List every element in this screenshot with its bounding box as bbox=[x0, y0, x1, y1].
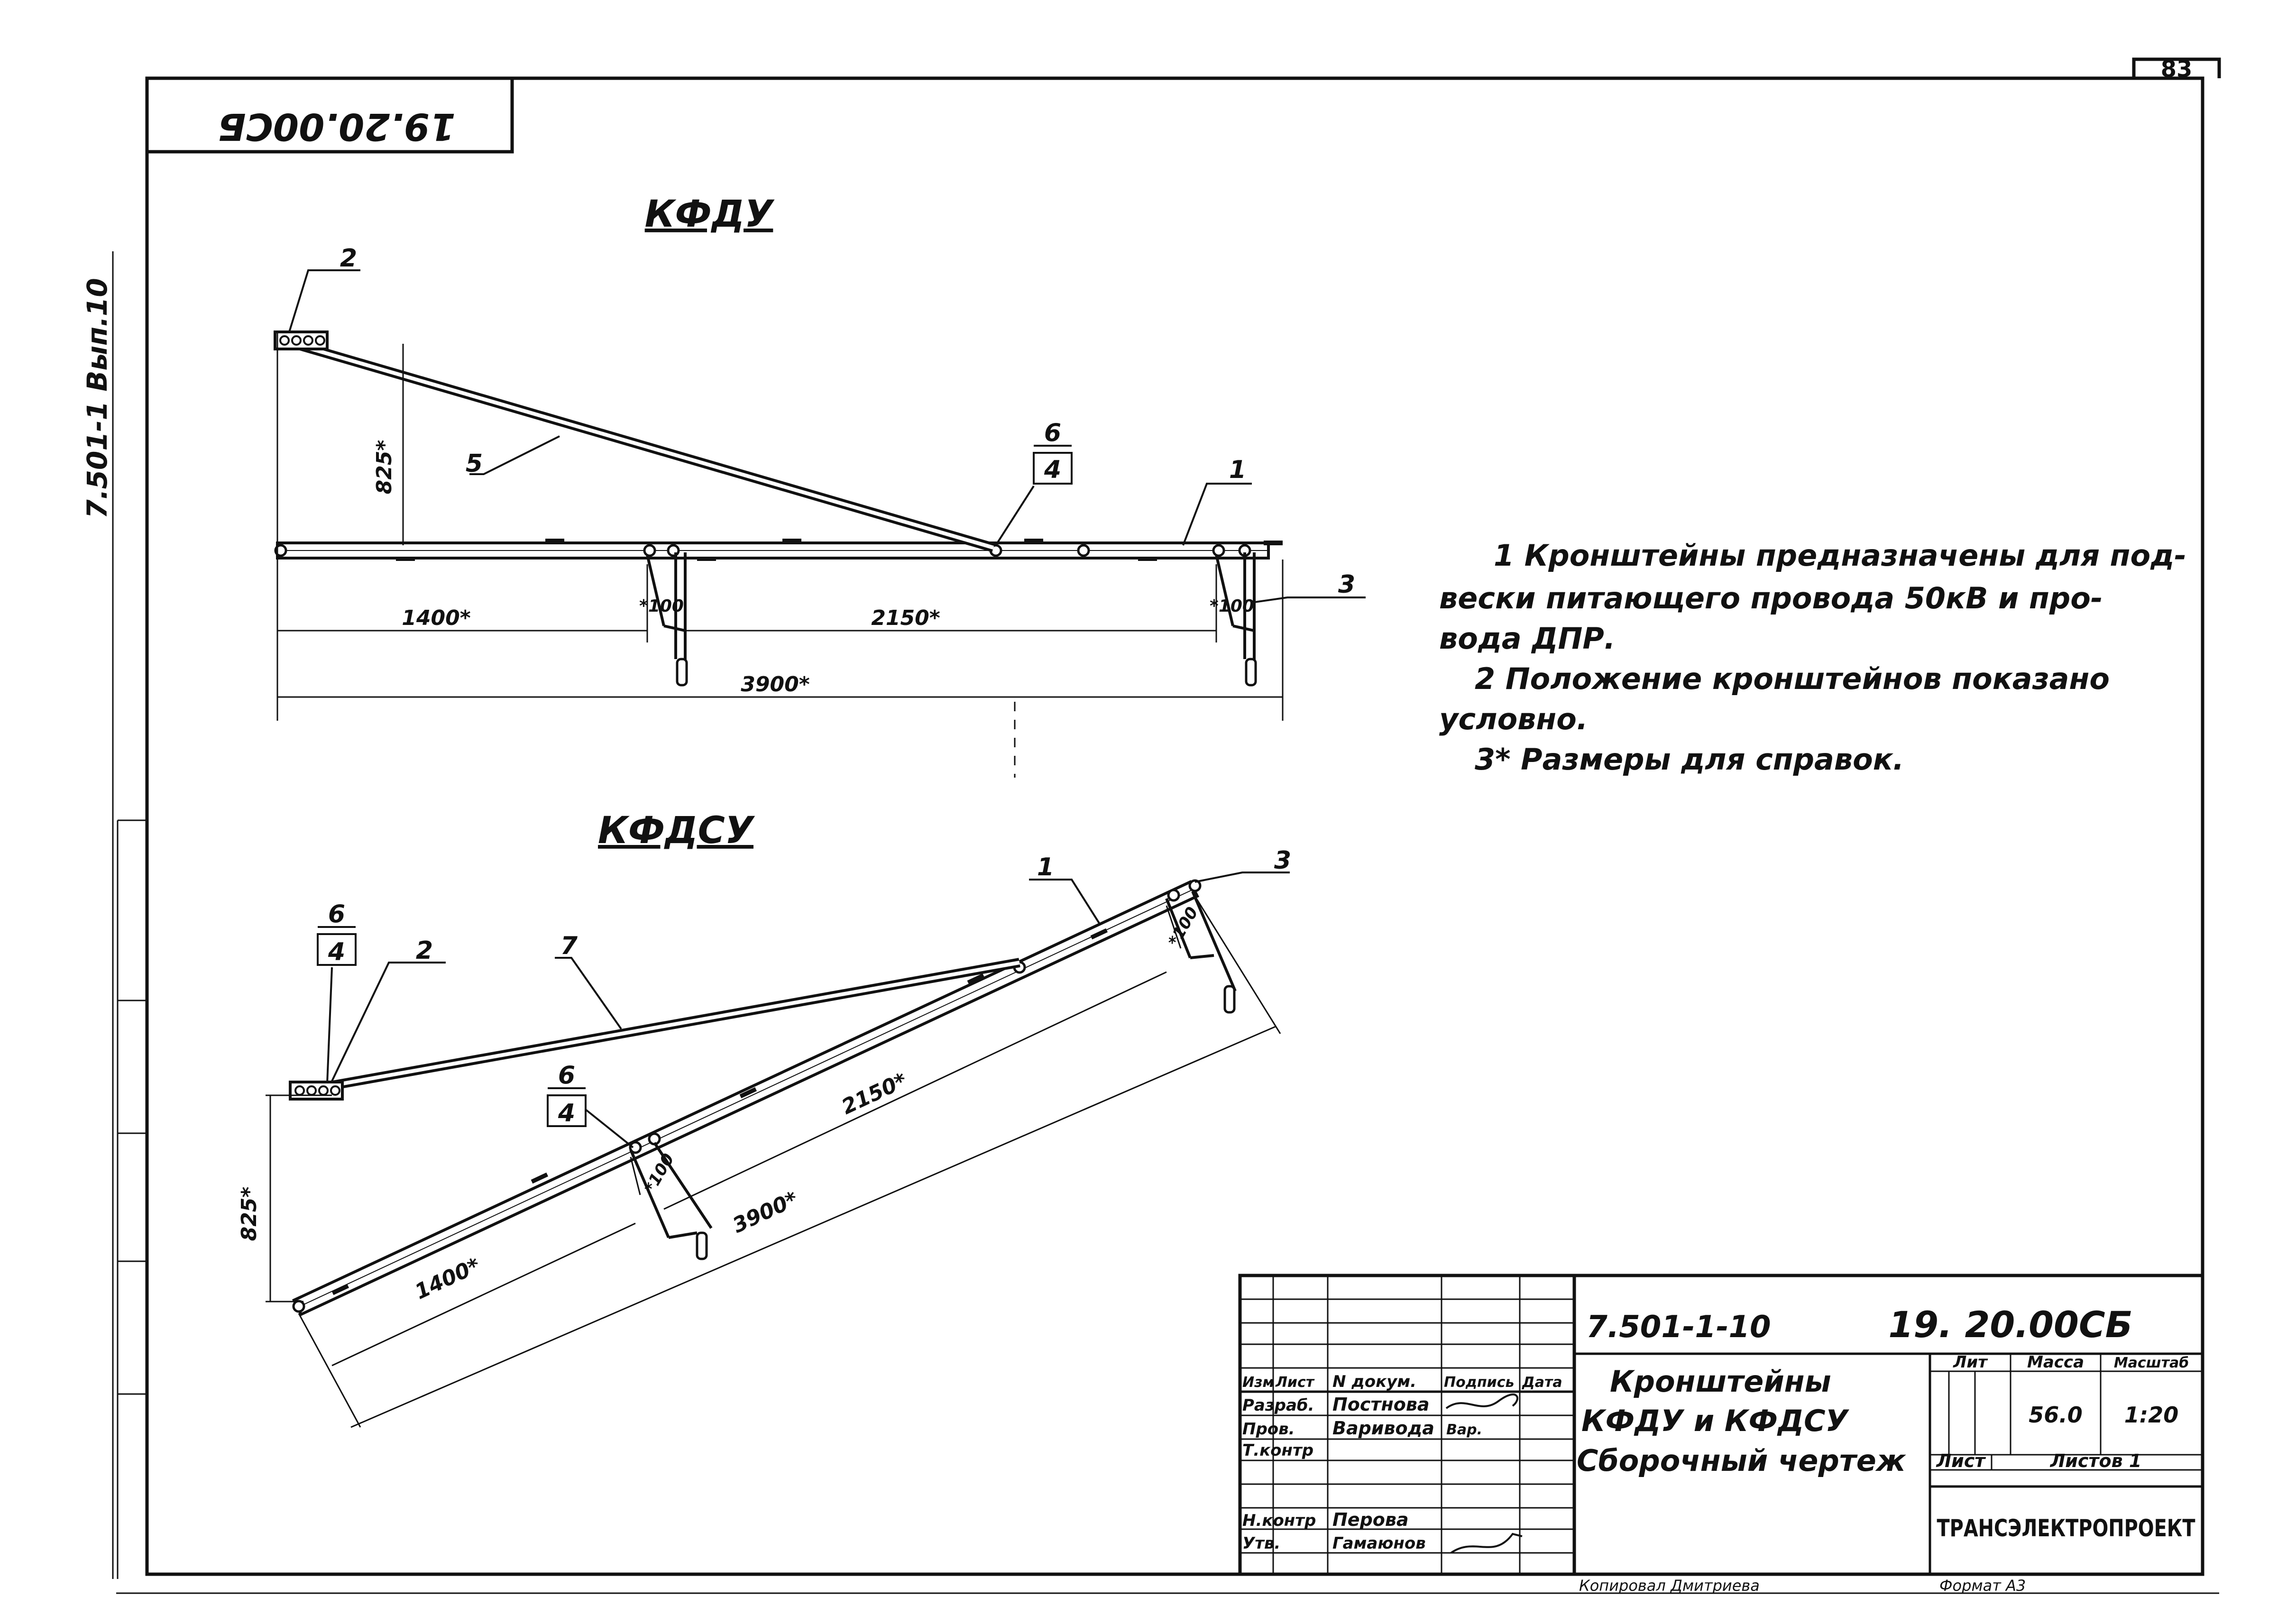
side-code: 7.501-1 Вып.10 bbox=[81, 278, 113, 519]
tb-mass-label: Масса bbox=[2027, 1353, 2084, 1372]
tb-organization: ТРАНСЭЛЕКТРОПРОЕКТ bbox=[1937, 1514, 2195, 1542]
tb-name-5: Перова bbox=[1332, 1509, 1409, 1530]
tb-title-line-3: Сборочный чертеж bbox=[1577, 1443, 1906, 1478]
tb-col-izm: Изм bbox=[1242, 1374, 1274, 1391]
top-code: 19.20.00СБ bbox=[218, 105, 456, 147]
tb-signature-1 bbox=[1445, 1393, 1518, 1409]
note-line-4: 2 Положение кронштейнов показано bbox=[1475, 661, 2110, 696]
kfdsu-dim-825: 825* bbox=[237, 1187, 261, 1241]
kfdsu-dim-1400: 1400* bbox=[411, 1253, 484, 1304]
tb-sheet-label: Лист bbox=[1936, 1450, 1986, 1471]
sheet-number: 83 bbox=[2161, 56, 2193, 83]
kfdu-dim-1400: 1400* bbox=[402, 606, 470, 630]
sheet-frame bbox=[112, 76, 2219, 1594]
kfdu-label-1: 1 bbox=[1229, 456, 1246, 484]
kfdu-label-4: 4 bbox=[1044, 456, 1061, 484]
tb-role-1: Разраб. bbox=[1242, 1396, 1314, 1415]
tb-signature-2: Вар. bbox=[1446, 1422, 1482, 1438]
footer-format: Формат А3 bbox=[1939, 1577, 2026, 1595]
tb-role-3: Т.контр bbox=[1242, 1441, 1313, 1460]
kfdsu-label-6a: 6 bbox=[328, 900, 345, 928]
kfdu-dim-2150: 2150* bbox=[871, 606, 940, 630]
tb-sheets-label: Листов 1 bbox=[2050, 1450, 2142, 1471]
kfdu-label-2: 2 bbox=[340, 244, 357, 273]
view-kfdsu: КФДСУ bbox=[237, 809, 1291, 1428]
tb-col-date: Дата bbox=[1522, 1374, 1562, 1391]
tb-role-2: Пров. bbox=[1242, 1420, 1295, 1439]
note-line-2: вески питающего провода 50кВ и про- bbox=[1439, 581, 2103, 615]
kfdu-dim-100a: *100 bbox=[639, 596, 684, 616]
tb-signature-6 bbox=[1450, 1532, 1523, 1554]
kfdsu-label-1: 1 bbox=[1037, 853, 1054, 881]
kfdsu-label-4b: 4 bbox=[558, 1099, 575, 1128]
note-line-1: 1 Кронштейны предназначены для под- bbox=[1494, 538, 2186, 573]
kfdu-dim-100b: *100 bbox=[1210, 596, 1254, 616]
tb-doc-code: 7.501-1-10 bbox=[1586, 1310, 1771, 1345]
tb-name-6: Гамаюнов bbox=[1332, 1534, 1426, 1553]
kfdsu-dim-100a: *100 bbox=[641, 1150, 678, 1196]
top-code-box: 19.20.00СБ bbox=[147, 78, 514, 154]
tb-title-line-2: КФДУ и КФДСУ bbox=[1581, 1404, 1850, 1438]
tb-name-2: Варивода bbox=[1332, 1418, 1434, 1439]
kfdu-dim-3900: 3900* bbox=[741, 672, 809, 697]
view-kfdu: КФДУ bbox=[274, 193, 1366, 778]
view-kfdu-title: КФДУ bbox=[645, 193, 775, 236]
kfdsu-dim-3900: 3900* bbox=[729, 1187, 801, 1238]
view-kfdsu-title: КФДСУ bbox=[598, 809, 755, 852]
note-line-3: вода ДПР. bbox=[1439, 621, 1616, 656]
tb-lit-label: Лит bbox=[1953, 1353, 1988, 1372]
tb-mass-value: 56.0 bbox=[2029, 1402, 2083, 1428]
tb-col-sign: Подпись bbox=[1444, 1374, 1514, 1391]
tb-name-1: Постнова bbox=[1332, 1394, 1430, 1415]
kfdsu-label-2: 2 bbox=[416, 936, 433, 965]
kfdsu-dim-2150: 2150* bbox=[838, 1068, 910, 1119]
tb-role-6: Утв. bbox=[1242, 1534, 1280, 1553]
kfdu-label-6: 6 bbox=[1044, 419, 1061, 447]
title-block: Изм Лист N докум. Подпись Дата Разраб. П… bbox=[1238, 1274, 2204, 1576]
note-line-5: условно. bbox=[1439, 702, 1588, 736]
sheet-number-box: 83 bbox=[2132, 56, 2221, 83]
kfdu-label-3: 3 bbox=[1338, 570, 1355, 599]
tb-scale-label: Масштаб bbox=[2114, 1355, 2189, 1371]
kfdsu-label-6b: 6 bbox=[558, 1061, 575, 1090]
kfdu-label-5: 5 bbox=[466, 450, 483, 478]
tb-doc-number: 19. 20.00СБ bbox=[1888, 1303, 2132, 1346]
kfdsu-label-7: 7 bbox=[560, 932, 578, 960]
footer-copied: Копировал Дмитриева bbox=[1579, 1577, 1760, 1595]
kfdsu-label-3: 3 bbox=[1274, 846, 1291, 875]
tb-title-line-1: Кронштейны bbox=[1610, 1364, 1831, 1399]
note-line-6: 3* Размеры для справок. bbox=[1475, 742, 1904, 777]
tb-scale-value: 1:20 bbox=[2124, 1402, 2178, 1428]
tb-col-doc: N докум. bbox=[1332, 1372, 1416, 1391]
kfdsu-label-4a: 4 bbox=[328, 938, 345, 966]
tb-role-5: Н.контр bbox=[1242, 1511, 1316, 1530]
kfdu-dim-825: 825* bbox=[372, 440, 396, 495]
tb-col-list: Лист bbox=[1275, 1374, 1315, 1391]
